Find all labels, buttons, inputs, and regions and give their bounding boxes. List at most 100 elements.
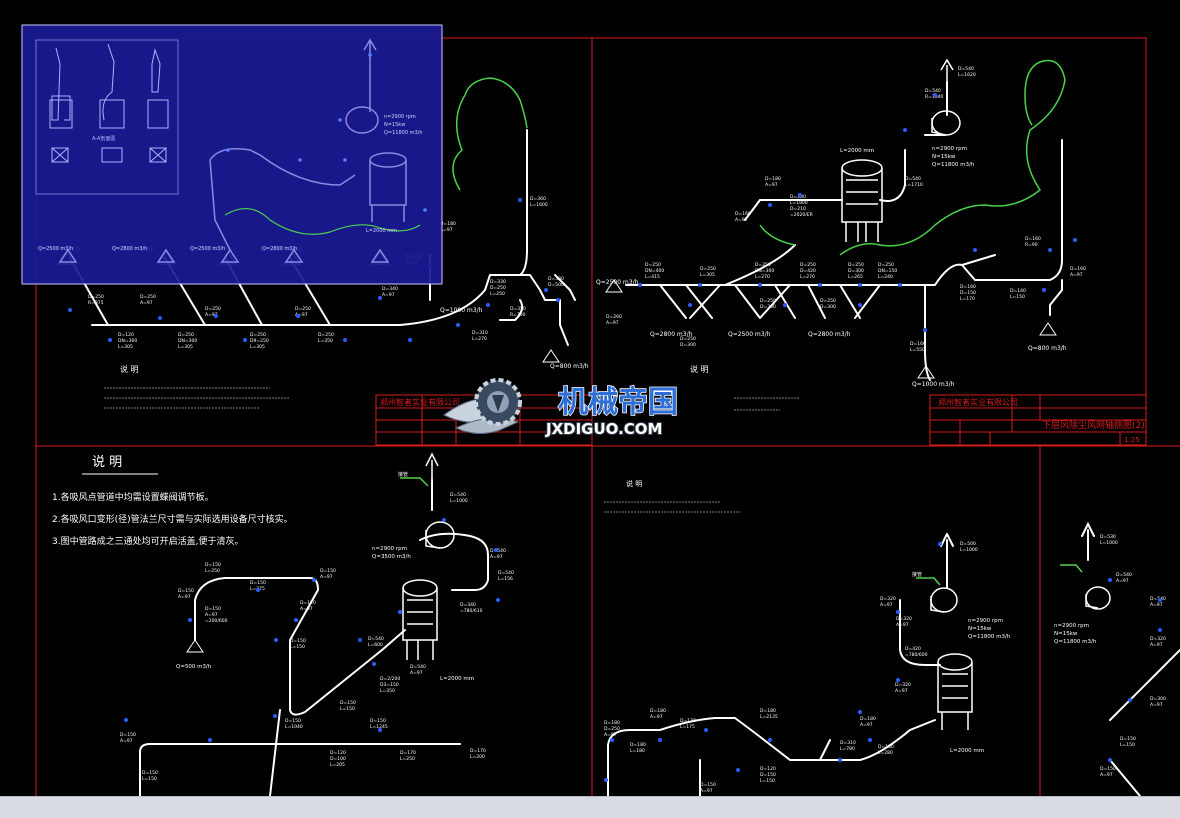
svg-text:D=330: D=330: [490, 279, 506, 285]
svg-text:R=1040: R=1040: [925, 94, 943, 100]
svg-text:D=250: D=250: [88, 294, 104, 300]
svg-text:L=305: L=305: [178, 344, 193, 350]
cad-drawing-viewport[interactable]: 郑州智者实业有限公司 郑州智者实业有限公司 下层风除尘风网轴侧图(2) 1:25: [0, 0, 1180, 796]
svg-text:A=97: A=97: [295, 312, 308, 318]
svg-text:D=170: D=170: [680, 718, 696, 724]
svg-text:D=160: D=160: [735, 211, 751, 217]
svg-text:D=150: D=150: [1100, 766, 1116, 772]
svg-text:A=97: A=97: [300, 606, 313, 612]
svg-text:D=420: D=420: [905, 646, 921, 652]
svg-text:A=97: A=97: [1070, 272, 1083, 278]
svg-text:A=97: A=97: [880, 602, 893, 608]
svg-text:D=540: D=540: [410, 664, 426, 670]
svg-text:R=375: R=375: [88, 300, 104, 306]
svg-text:L=350: L=350: [318, 338, 333, 344]
fan-top-right: [931, 58, 961, 136]
svg-text:D=320: D=320: [895, 682, 911, 688]
svg-text:D=210: D=210: [790, 206, 806, 212]
svg-text:Q=11800 m3/h: Q=11800 m3/h: [968, 634, 1011, 640]
svg-text:DN=300: DN=300: [178, 338, 197, 344]
svg-text:L=2000 mm: L=2000 mm: [366, 228, 397, 234]
svg-text:D=250: D=250: [800, 262, 816, 268]
svg-text:D=150: D=150: [370, 718, 386, 724]
svg-text:D=170: D=170: [470, 748, 486, 754]
svg-text:D=420: D=420: [800, 268, 816, 274]
svg-text:n=2900 rpm: n=2900 rpm: [932, 146, 967, 152]
svg-text:L=1800: L=1800: [790, 200, 808, 206]
notes-bottom-mid: 说 明: [604, 479, 740, 513]
selection-window[interactable]: A-A剖面图 n=2900 rpm N=15kw Q=11800 m3/h L=…: [21, 24, 443, 285]
svg-text:L=415: L=415: [645, 274, 660, 280]
svg-text:N=15kw: N=15kw: [1054, 631, 1078, 637]
svg-text:D=150: D=150: [760, 772, 776, 778]
svg-text:L=1600: L=1600: [530, 202, 548, 208]
notes-top-left-title: 说 明: [120, 364, 139, 374]
svg-text:L=270: L=270: [755, 274, 770, 280]
svg-text:D=150: D=150: [700, 782, 716, 788]
watermark-cn: 机械帝国: [558, 385, 678, 420]
overlay-node-tags: [226, 53, 427, 212]
detail-section-drawings: [49, 43, 169, 163]
cyclone-collector-bottom-mid: [937, 653, 973, 730]
svg-text:L=250: L=250: [205, 568, 220, 574]
svg-text:D=250: D=250: [760, 298, 776, 304]
svg-text:L=270: L=270: [800, 274, 815, 280]
svg-text:Q=2800 m3/h: Q=2800 m3/h: [650, 331, 693, 338]
svg-text:L=305: L=305: [250, 344, 265, 350]
title-block-top-right: [929, 394, 1147, 446]
svg-text:D=300: D=300: [848, 268, 864, 274]
svg-text:L=265: L=265: [848, 274, 863, 280]
svg-text:D=120: D=120: [330, 750, 346, 756]
svg-text:D=540: D=540: [450, 492, 466, 498]
duct-network-bottom-left: [139, 479, 489, 796]
svg-text:D=250: D=250: [295, 306, 311, 312]
svg-text:R=90: R=90: [1025, 242, 1038, 248]
svg-text:L=150: L=150: [1120, 742, 1135, 748]
svg-text:D=530: D=530: [1100, 534, 1116, 540]
node-tags-bottom-right: [1108, 578, 1162, 762]
svg-text:D=540: D=540: [368, 636, 384, 642]
svg-text:D=310: D=310: [472, 330, 488, 336]
hood-bottom-right-arrow: [1060, 564, 1083, 573]
svg-text:D=100: D=100: [330, 756, 346, 762]
svg-text:D=310: D=310: [840, 740, 856, 746]
inlet-funnels-top-right: [605, 279, 1057, 379]
svg-text:D=150: D=150: [290, 638, 306, 644]
svg-text:D=300: D=300: [1150, 696, 1166, 702]
svg-text:L=250: L=250: [400, 756, 415, 762]
hood-top-right: [759, 59, 1066, 256]
svg-text:A=97: A=97: [490, 554, 503, 560]
overlay-hood-outline: [224, 208, 421, 235]
cyclone-collector-top-right: [841, 159, 883, 242]
node-tags-top-right: [638, 93, 1077, 332]
svg-text:L=150: L=150: [340, 706, 355, 712]
svg-text:D=160: D=160: [960, 284, 976, 290]
svg-text:L=2000 mm: L=2000 mm: [840, 148, 874, 154]
svg-text:D=180: D=180: [650, 708, 666, 714]
svg-text:n=2900 rpm: n=2900 rpm: [1054, 623, 1089, 629]
svg-text:L=2000 mm: L=2000 mm: [440, 676, 474, 682]
svg-text:L=170: L=170: [960, 296, 975, 302]
fan-spec-top-right: n=2900 rpm N=15kw Q=11800 m3/h L=2000 mm: [840, 146, 975, 168]
cyclone-collector-bottom-left: [402, 579, 438, 660]
svg-text:A=97: A=97: [320, 574, 333, 580]
svg-text:L=2000 mm: L=2000 mm: [950, 748, 984, 754]
svg-text:D=300: D=300: [760, 304, 776, 310]
svg-text:D=120: D=120: [760, 766, 776, 772]
svg-text:D=340: D=340: [460, 602, 476, 608]
svg-text:D=150: D=150: [120, 732, 136, 738]
svg-text:N=15kw: N=15kw: [932, 154, 956, 160]
svg-text:A=97: A=97: [604, 732, 617, 738]
svg-text:L=2135: L=2135: [760, 714, 778, 720]
notes-bottom-left: 说 明 1.各吸风点管道中均需设置蝶阀调节板。 2.各吸风口变形(径)管法兰尺寸…: [52, 455, 293, 547]
cad-drawing-canvas[interactable]: 郑州智者实业有限公司 郑州智者实业有限公司 下层风除尘风网轴侧图(2) 1:25: [0, 0, 1180, 796]
svg-text:L=180: L=180: [630, 748, 645, 754]
svg-text:D=150: D=150: [250, 580, 266, 586]
overlay-fan-spec: n=2900 rpm N=15kw Q=11800 m3/h L=2000 mm…: [38, 114, 423, 252]
svg-text:D=250: D=250: [680, 336, 696, 342]
svg-text:L=1710: L=1710: [905, 182, 923, 188]
svg-text:Q=2800 m3/h: Q=2800 m3/h: [262, 246, 297, 252]
note-item-3: 3.图中管路成之三通处均可开启活盖,便于清灰。: [52, 535, 243, 547]
svg-text:D=360: D=360: [530, 196, 546, 202]
